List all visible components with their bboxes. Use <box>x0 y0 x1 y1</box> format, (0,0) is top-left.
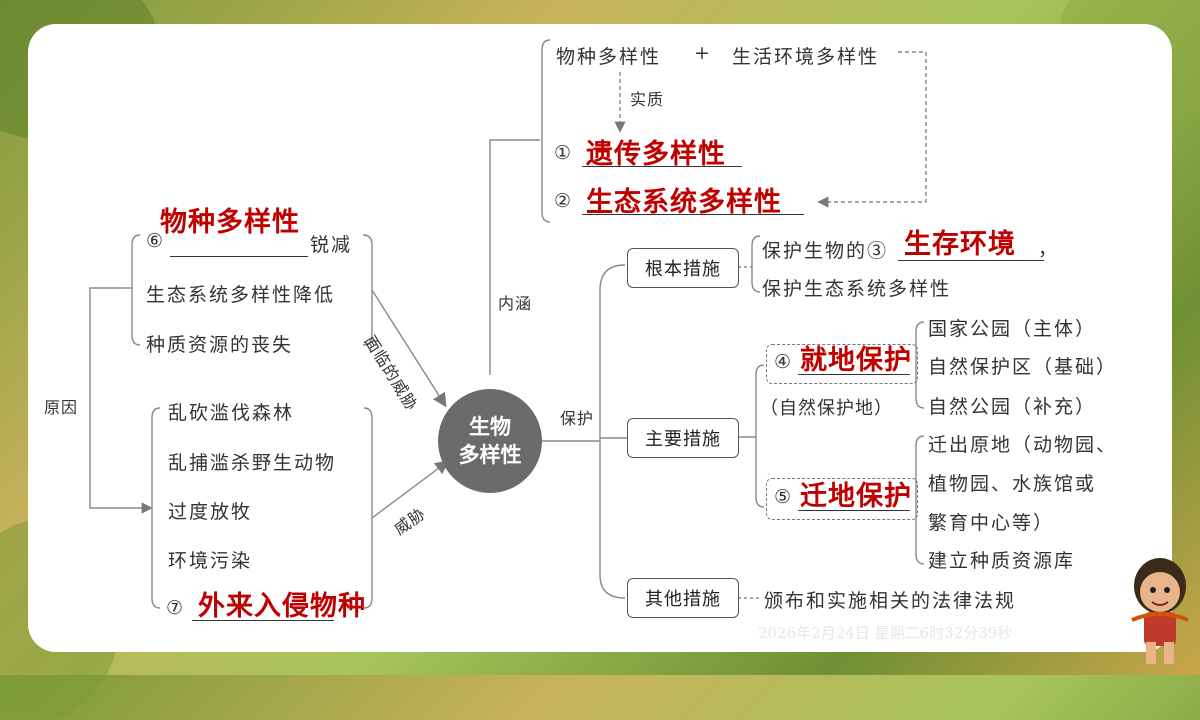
connotation-species: 物种多样性 <box>556 46 662 68</box>
timestamp: 2026年2月24日 星期二6时32分39秒 <box>758 624 1013 642</box>
threat-item-3: 种质资源的丧失 <box>146 334 294 356</box>
answer-blank-6 <box>170 256 308 257</box>
connotation-plus: + <box>694 42 712 64</box>
basic-measure-label: 根本措施 <box>645 259 721 280</box>
center-node-biodiversity: 生物 多样性 <box>438 389 542 493</box>
cause-item-2: 乱捕滥杀野生动物 <box>168 452 337 474</box>
answer-4: 就地保护 <box>800 345 912 376</box>
in-situ-number: ④ <box>774 351 794 373</box>
basic-measure-line2: 保护生态系统多样性 <box>762 278 952 300</box>
connotation-number-2: ② <box>554 190 574 212</box>
cause-item-4: 环境污染 <box>168 550 253 572</box>
ex-situ-item-2: 植物园、水族馆或 <box>928 473 1097 495</box>
connotation-number-1: ① <box>554 142 574 164</box>
other-measure-box: 其他措施 <box>627 578 739 618</box>
label-cause: 原因 <box>44 398 79 417</box>
answer-blank-2 <box>582 214 804 215</box>
answer-7: 外来入侵物种 <box>198 591 366 622</box>
answer-6: 物种多样性 <box>160 207 300 238</box>
answer-1: 遗传多样性 <box>586 139 726 170</box>
answer-blank-5 <box>798 510 910 511</box>
answer-blank-3 <box>898 260 1044 261</box>
cause-item-7-number: ⑦ <box>166 597 186 619</box>
ex-situ-box <box>766 478 918 520</box>
in-situ-item-3: 自然公园（补充） <box>928 396 1097 418</box>
in-situ-box <box>766 344 918 384</box>
answer-3: 生存环境 <box>904 229 1016 260</box>
cause-item-1: 乱砍滥伐森林 <box>168 402 295 424</box>
label-connotation: 内涵 <box>498 294 533 313</box>
other-measure-text: 颁布和实施相关的法律法规 <box>764 590 1017 612</box>
cause-item-3: 过度放牧 <box>168 501 253 523</box>
threat-item-2: 生态系统多样性降低 <box>146 284 336 306</box>
answer-blank-1 <box>582 166 742 167</box>
answer-blank-7 <box>192 620 334 621</box>
in-situ-item-2: 自然保护区（基础） <box>928 356 1118 378</box>
in-situ-note: （自然保护地） <box>760 398 893 419</box>
center-label-line2: 多样性 <box>458 443 522 467</box>
connotation-habitat: 生活环境多样性 <box>732 46 880 68</box>
other-measure-label: 其他措施 <box>645 589 721 610</box>
basic-measure-box: 根本措施 <box>627 248 739 288</box>
answer-blank-4 <box>798 374 910 375</box>
threat-item-6-suffix: 锐减 <box>310 234 353 256</box>
cartoon-character-icon <box>1131 558 1189 664</box>
center-label-line1: 生物 <box>469 415 511 439</box>
in-situ-item-1: 国家公园（主体） <box>928 318 1097 340</box>
ex-situ-item-4: 建立种质资源库 <box>928 550 1076 572</box>
label-essence: 实质 <box>630 90 665 109</box>
basic-measure-comma: ， <box>1038 238 1060 260</box>
ex-situ-number: ⑤ <box>774 486 794 508</box>
main-measure-label: 主要措施 <box>645 429 721 450</box>
answer-2: 生态系统多样性 <box>586 187 782 218</box>
threat-item-6-number: ⑥ <box>146 230 166 252</box>
main-measure-box: 主要措施 <box>627 418 739 458</box>
label-protection: 保护 <box>560 409 595 428</box>
mindmap-lines <box>89 39 927 609</box>
ex-situ-item-3: 繁育中心等） <box>928 512 1055 534</box>
ex-situ-item-1: 迁出原地（动物园、 <box>928 434 1118 456</box>
basic-measure-line1: 保护生物的③ <box>762 240 889 262</box>
answer-5: 迁地保护 <box>800 481 912 512</box>
